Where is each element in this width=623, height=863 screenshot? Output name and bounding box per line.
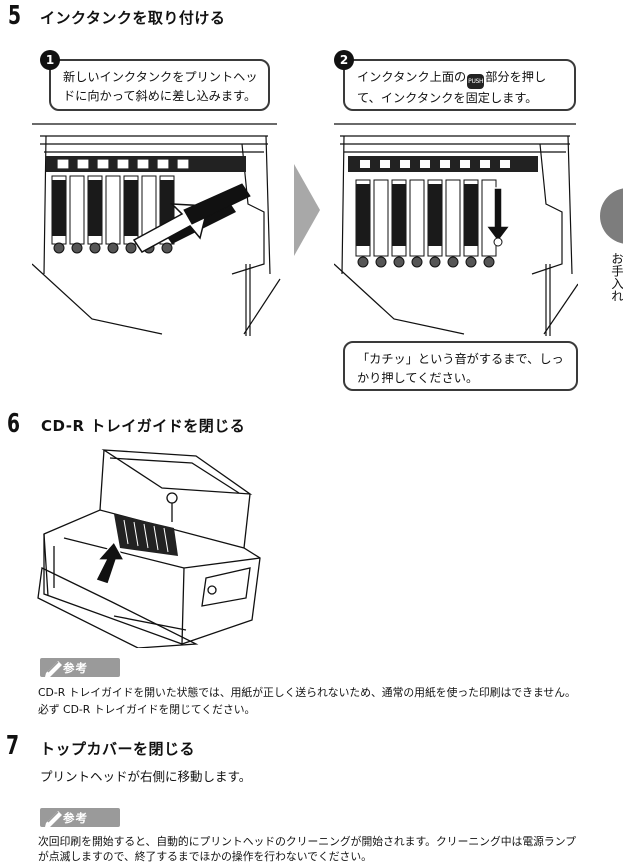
step-7-note-label: 参考 — [63, 811, 88, 825]
ink-tank-insert-illustration — [32, 123, 281, 336]
step-7-number: 7 — [6, 731, 20, 761]
step-5-number: 5 — [8, 1, 22, 31]
step-7-body: プリントヘッドが右側に移動します。 — [40, 769, 252, 784]
chapter-tab — [600, 188, 623, 244]
pencil-icon — [45, 661, 62, 677]
step-7-title: トップカバーを閉じる — [40, 740, 196, 758]
step-6-note-label: 参考 — [63, 661, 88, 675]
step-6-note-line-1: CD-R トレイガイドを開いた状態では、用紙が正しく送られないため、通常の用紙を… — [38, 686, 576, 699]
step-5-title: インクタンクを取り付ける — [40, 9, 226, 27]
step-5-2-text-after: 部分を押して、インクタンクを固定します。 — [357, 70, 547, 105]
click-sound-callout: 「カチッ」という音がするまで、しっかり押してください。 — [343, 341, 578, 391]
step-5-2-text-before: インクタンク上面の — [357, 70, 467, 84]
chapter-tab-label: お手入れ — [609, 252, 623, 302]
step-5-1-text: 新しいインクタンクをプリントヘッドに向かって斜めに差し込みます。 — [63, 70, 258, 103]
step-7-note-line-1: 次回印刷を開始すると、自動的にプリントヘッドのクリーニングが開始されます。クリー… — [38, 835, 577, 848]
click-sound-text: 「カチッ」という音がするまで、しっかり押してください。 — [357, 352, 564, 385]
step-5-2-badge: 2 — [334, 50, 354, 70]
next-step-chevron-icon — [294, 164, 320, 256]
step-6-note-badge: 参考 — [40, 658, 120, 677]
step-6-number: 6 — [7, 409, 21, 439]
step-5-1-badge: 1 — [40, 50, 60, 70]
printer-cdr-tray-illustration — [37, 449, 261, 648]
step-7-note-badge: 参考 — [40, 808, 120, 827]
step-5-1-callout: 新しいインクタンクをプリントヘッドに向かって斜めに差し込みます。 — [49, 59, 270, 111]
step-7-note-line-2: が点滅しますので、終了するまでほかの操作を行わないでください。 — [38, 850, 372, 863]
push-button-icon: PUSH — [467, 74, 485, 89]
step-6-note-line-2: 必ず CD-R トレイガイドを閉じてください。 — [38, 703, 256, 716]
ink-tank-push-illustration — [334, 123, 578, 336]
step-6-title: CD-R トレイガイドを閉じる — [41, 417, 246, 435]
pencil-icon — [45, 811, 62, 827]
